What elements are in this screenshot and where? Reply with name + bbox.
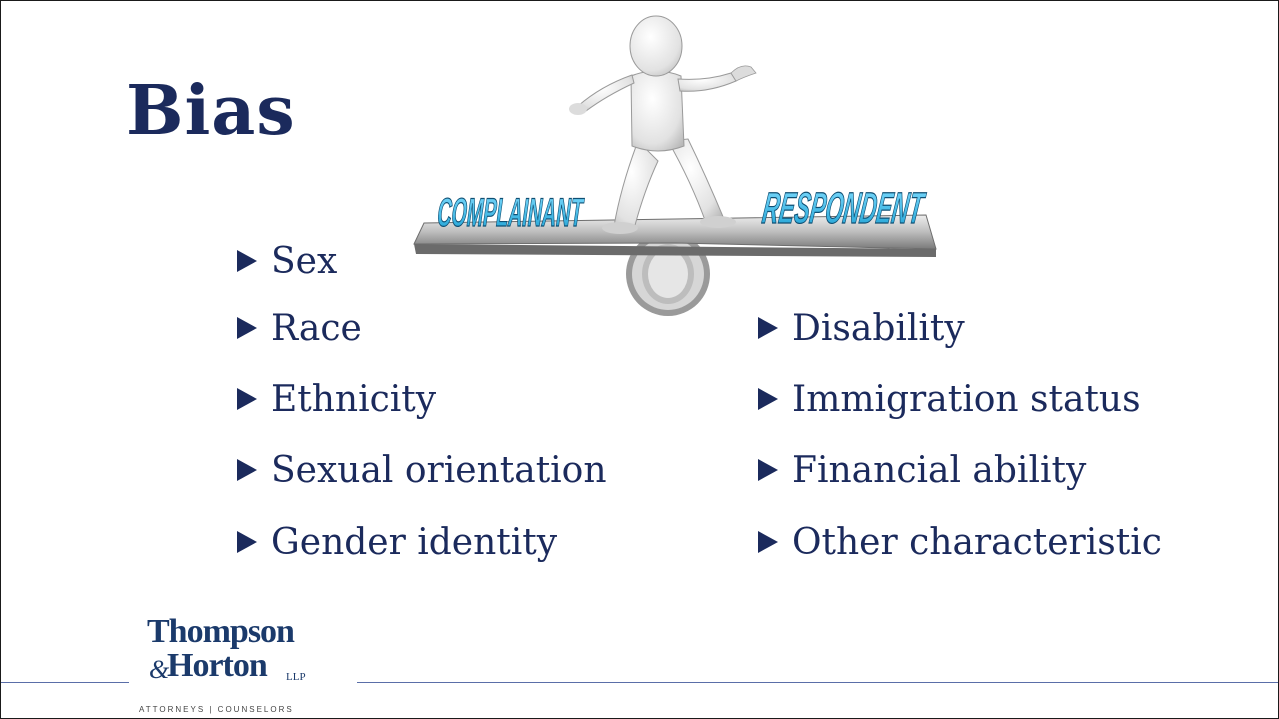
svg-text:RESPONDENT: RESPONDENT <box>760 184 929 233</box>
bullet-item: Financial ability <box>758 450 1086 491</box>
slide-title: Bias <box>126 71 296 151</box>
seesaw-plank <box>413 214 937 250</box>
complainant-label: COMPLAINANT <box>434 190 587 236</box>
triangle-bullet-icon <box>758 317 778 339</box>
triangle-bullet-icon <box>237 388 257 410</box>
logo-line1: Thompson <box>147 613 295 650</box>
triangle-bullet-icon <box>237 459 257 481</box>
logo-ampersand: & <box>149 655 170 684</box>
logo-line2: Horton <box>167 647 268 684</box>
fulcrum-icon <box>626 232 710 316</box>
triangle-bullet-icon <box>758 388 778 410</box>
respondent-label: RESPONDENT <box>759 184 929 234</box>
logo-suffix: LLP <box>286 671 306 683</box>
triangle-bullet-icon <box>237 531 257 553</box>
bullet-item: Other characteristic <box>758 522 1162 563</box>
bullet-item: Gender identity <box>237 522 557 563</box>
bullet-item: Disability <box>758 308 965 349</box>
triangle-bullet-icon <box>758 459 778 481</box>
triangle-bullet-icon <box>237 250 257 272</box>
triangle-bullet-icon <box>758 531 778 553</box>
bullet-item: Sex <box>237 241 337 282</box>
footer-rule-right <box>357 682 1278 683</box>
svg-text:COMPLAINANT: COMPLAINANT <box>435 190 587 235</box>
firm-logo: Thompson & Horton LLP ATTORNEYS | COUNSE… <box>139 613 351 718</box>
logo-tagline: ATTORNEYS | COUNSELORS <box>139 705 294 714</box>
footer-rule-left <box>1 682 129 683</box>
bullet-item: Ethnicity <box>237 379 436 420</box>
triangle-bullet-icon <box>237 317 257 339</box>
bullet-item: Race <box>237 308 362 349</box>
bullet-item: Immigration status <box>758 379 1141 420</box>
bullet-item: Sexual orientation <box>237 450 607 491</box>
figure-icon <box>569 15 757 234</box>
balance-illustration: COMPLAINANT RESPONDENT <box>413 15 937 316</box>
